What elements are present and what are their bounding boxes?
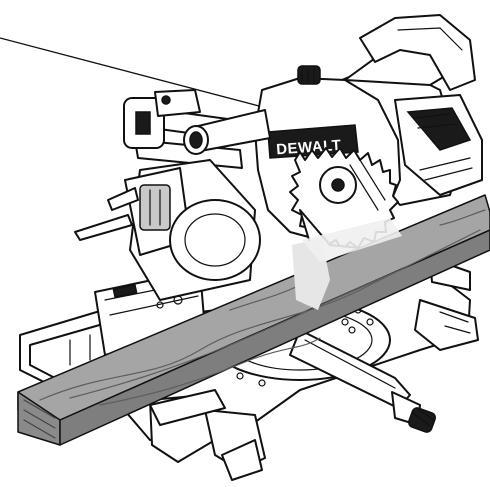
callout-leader-line xyxy=(0,37,283,113)
front-extension-rail xyxy=(149,389,263,481)
workpiece-board xyxy=(17,194,490,446)
pivot-column xyxy=(74,159,261,301)
